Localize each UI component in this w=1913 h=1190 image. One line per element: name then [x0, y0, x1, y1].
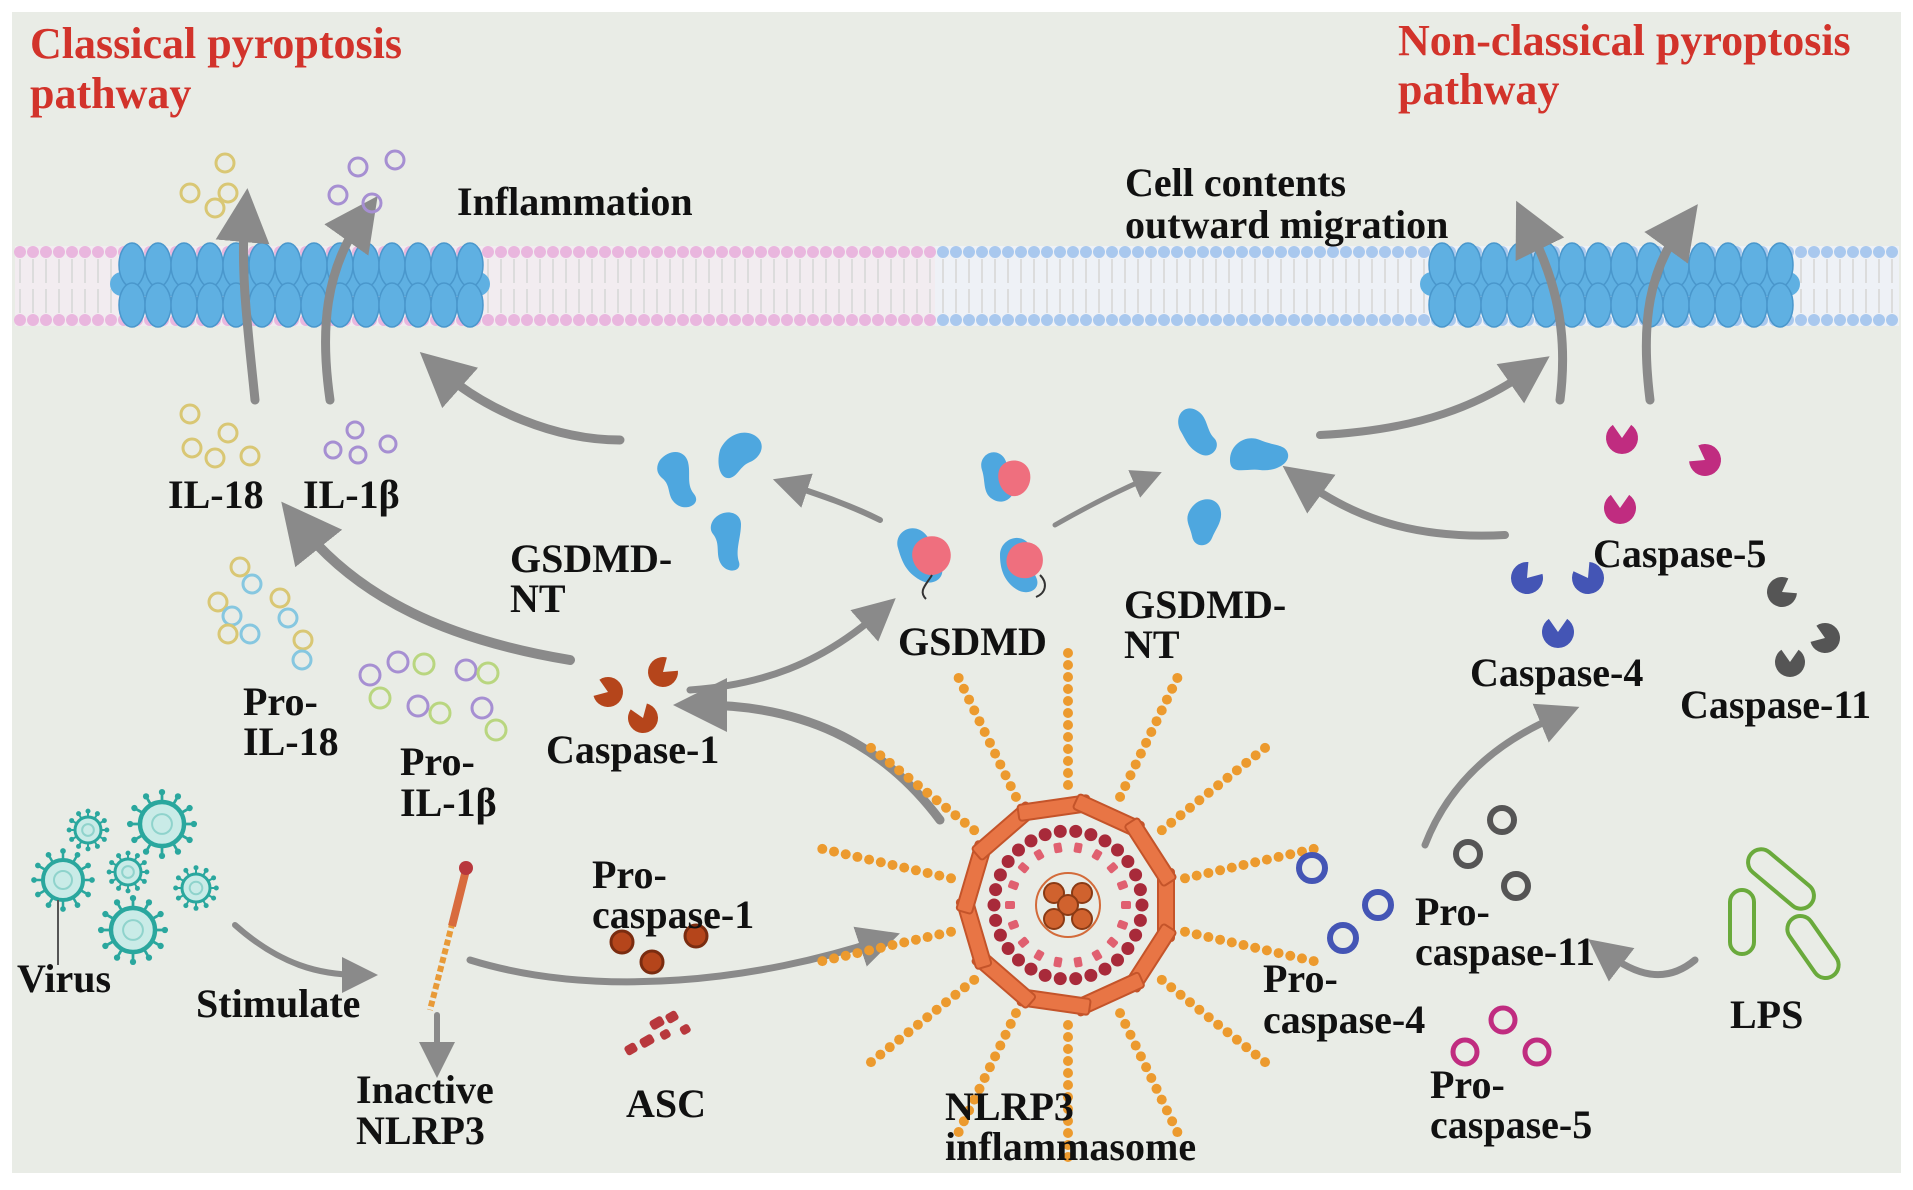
gsdmd-complex — [897, 452, 1046, 600]
virus-particle — [66, 808, 110, 852]
label-inflammation: Inflammation — [457, 179, 693, 224]
arrow-right-pore-release-2 — [1641, 204, 1698, 405]
label-nlrp3-inflammasome-line1: NLRP3 — [945, 1084, 1074, 1129]
pro-caspase-5-group — [1450, 1005, 1552, 1067]
caspase-4-molecule — [1510, 562, 1543, 594]
pro-caspase-1-group — [609, 923, 709, 975]
caspase-4-molecule — [1571, 562, 1604, 595]
label-inactive-nlrp3-line2: NLRP3 — [356, 1108, 485, 1153]
label-gsdmd-nt-right-line1: GSDMD- — [1124, 582, 1286, 627]
label-pro-il18-line2: IL-18 — [243, 719, 339, 764]
virus-particle — [173, 865, 219, 911]
virus-particle — [106, 850, 150, 894]
label-pro-il1b-line1: Pro- — [400, 739, 475, 784]
label-pro-caspase-5-line2: caspase-5 — [1430, 1102, 1592, 1147]
asc-group — [624, 1010, 691, 1056]
caspase-1-molecule — [648, 657, 678, 687]
label-pro-caspase-4-line1: Pro- — [1263, 956, 1338, 1001]
label-nlrp3-inflammasome-line2: inflammasome — [945, 1124, 1196, 1169]
arrow-gsdmd-to-nt-left — [772, 473, 883, 523]
caspase-1-molecule — [628, 703, 658, 733]
caspase-1-group — [593, 657, 678, 733]
caspase-11-molecule — [1810, 623, 1841, 653]
label-stimulate: Stimulate — [196, 981, 360, 1026]
arrow-caspase1-to-il — [281, 501, 575, 665]
caspase-4-group — [1510, 562, 1604, 648]
label-caspase-1: Caspase-1 — [546, 727, 719, 772]
membrane-pore-left — [110, 242, 490, 328]
label-inactive-nlrp3-line1: Inactive — [356, 1067, 494, 1112]
caspase-11-molecule — [1767, 577, 1797, 607]
label-cell-contents-line1: Cell contents — [1125, 160, 1346, 205]
arrow-lps-to-procaspase — [1588, 939, 1699, 982]
arrow-procaspase-to-caspase — [1421, 703, 1580, 849]
pro-il18-cluster — [207, 556, 314, 671]
label-asc: ASC — [626, 1081, 706, 1126]
caspase-5-molecule — [1689, 444, 1721, 476]
lps-bacteria — [1728, 847, 1841, 981]
arrow-il18-release — [215, 188, 270, 405]
non-classical-title-line1: Non-classical pyroptosis — [1398, 16, 1851, 65]
arrow-gsdmd-to-nt-right — [1052, 470, 1162, 528]
label-pro-caspase-5-line1: Pro- — [1430, 1062, 1505, 1107]
il1b-cluster — [323, 420, 398, 465]
arrow-caspases-to-gsdmd — [1282, 465, 1509, 540]
classical-title-line2: pathway — [30, 69, 191, 118]
arrow-right-pore-release-1 — [1515, 200, 1568, 405]
caspase-4-molecule — [1542, 618, 1574, 648]
label-caspase-11: Caspase-11 — [1680, 682, 1871, 727]
arrow-virus-stimulate — [232, 922, 378, 993]
gsdmd-nt-right-fragments — [1178, 408, 1289, 546]
label-gsdmd: GSDMD — [898, 619, 1047, 664]
label-pro-caspase-11-line1: Pro- — [1415, 889, 1490, 934]
label-gsdmd-nt-right-line2: NT — [1124, 622, 1180, 667]
caspase-11-group — [1767, 577, 1841, 677]
label-gsdmd-nt-left-line1: GSDMD- — [510, 536, 672, 581]
label-pro-caspase-1-line1: Pro- — [592, 852, 667, 897]
caspase-5-group — [1604, 424, 1721, 524]
arrow-inflammasome-to-caspase1 — [673, 678, 945, 825]
pathway-arrows — [215, 188, 1699, 1078]
label-pro-caspase-4-line2: caspase-4 — [1263, 997, 1425, 1042]
pro-caspase-11-group — [1453, 805, 1531, 901]
nlrp3-inflammasome — [817, 648, 1319, 1162]
arrow-il1b-release — [320, 195, 378, 405]
label-caspase-4: Caspase-4 — [1470, 650, 1643, 695]
label-il18: IL-18 — [168, 472, 264, 517]
label-pro-il1b-line2: IL-1β — [400, 780, 497, 825]
label-cell-contents-line2: outward migration — [1125, 202, 1448, 247]
label-pro-caspase-11-line2: caspase-11 — [1415, 929, 1595, 974]
label-pro-caspase-1-line2: caspase-1 — [592, 892, 754, 937]
label-lps: LPS — [1730, 992, 1803, 1037]
gsdmd-nt-left-fragments — [657, 432, 762, 571]
caspase-5-molecule — [1606, 424, 1638, 454]
non-classical-title-line2: pathway — [1398, 65, 1559, 114]
arrow-gsdmd-nt-to-pore-left — [419, 352, 625, 445]
virus-particle — [126, 788, 198, 860]
virus-group — [31, 788, 219, 966]
arrow-gsdmd-nt-to-pore-right — [1316, 356, 1550, 439]
caspase-5-molecule — [1604, 494, 1636, 524]
pro-il1b-cluster — [358, 650, 508, 742]
caspase-11-molecule — [1775, 649, 1806, 677]
label-caspase-5: Caspase-5 — [1593, 531, 1766, 576]
virus-particle — [97, 894, 169, 966]
arrow-nlrp3-to-inflammasome — [466, 926, 900, 986]
label-pro-il18-line1: Pro- — [243, 679, 318, 724]
label-gsdmd-nt-left-line2: NT — [510, 576, 566, 621]
membrane-pore-right — [1420, 242, 1800, 328]
inactive-nlrp3-molecule — [427, 861, 473, 1011]
released-il1b-cluster — [327, 149, 406, 214]
label-il1b: IL-1β — [303, 472, 400, 517]
label-virus: Virus — [17, 956, 111, 1001]
il18-cluster — [179, 403, 261, 469]
pro-caspase-4-group — [1296, 852, 1394, 954]
caspase-1-molecule — [593, 677, 624, 708]
released-il18-cluster — [179, 152, 239, 219]
classical-title-line1: Classical pyroptosis — [30, 19, 402, 68]
virus-particle — [31, 848, 95, 912]
